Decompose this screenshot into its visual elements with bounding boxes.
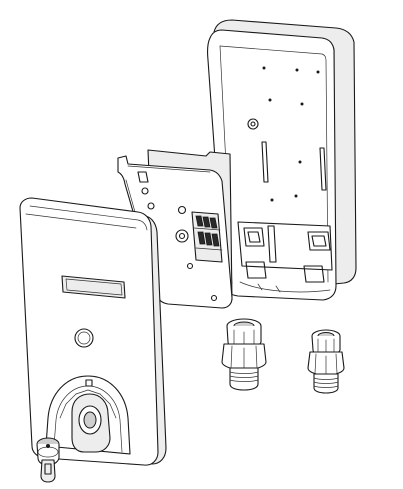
- rear-housing: [207, 19, 357, 301]
- mounting-plate: [117, 149, 233, 309]
- cable-gland-large: [221, 318, 267, 391]
- front-cover: [19, 197, 167, 466]
- cable-gland-small: [307, 329, 345, 394]
- key-switch: [36, 437, 60, 483]
